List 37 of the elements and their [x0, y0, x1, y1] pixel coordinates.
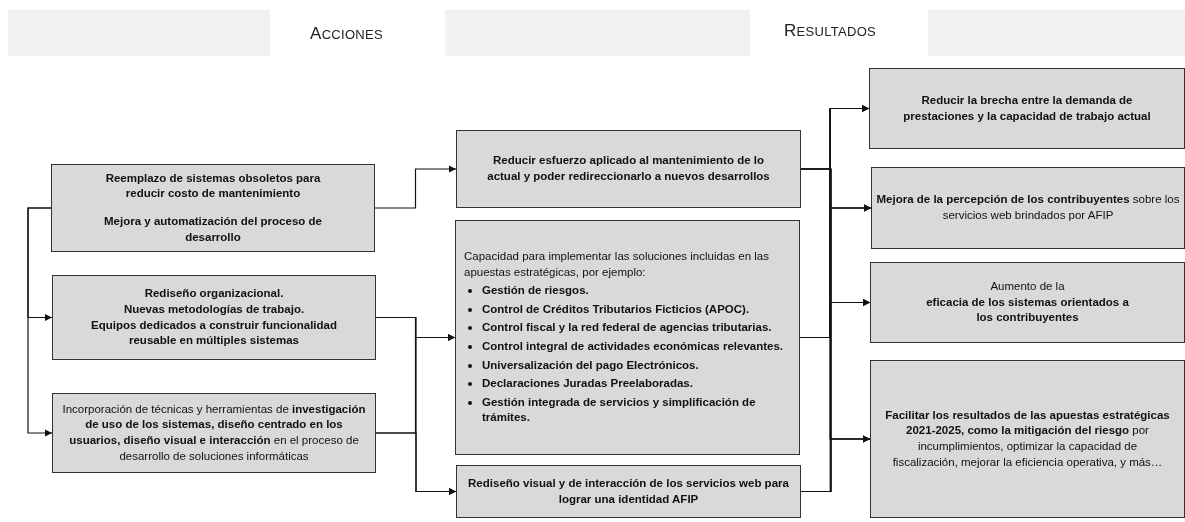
box-text: Reducir la brecha entre la demanda de prestaciones y la capacidad de trabajo actual [902, 93, 1152, 124]
box-text: Facilitar los resultados de las apuestas estratégicas 2021-2025, como la mitigación del riesgo por incumplimientos, optimizar la capacidad de fiscalización, mejorar la eficiencia operativa, y más… [885, 407, 1170, 470]
process-box [871, 167, 1185, 249]
box-text: Rediseño visual y de interacción de los servicios web para lograr una identidad AFIP [467, 476, 790, 507]
connector-arrow [27, 207, 53, 437]
list-item: Gestión de riesgos. [482, 284, 589, 297]
connector-arrow [374, 165, 457, 209]
list-item: Control de Créditos Tributarios Ficticios (APOC). [482, 302, 750, 315]
box-text: Mejora y automatización del proceso de desarrollo [103, 214, 323, 245]
column-heading: ACCIONES [310, 24, 383, 44]
process-box [869, 68, 1185, 149]
list-item: Universalización del pago Electrónicos. [482, 358, 699, 371]
list-item: Control fiscal y la red federal de agencias tributarias. [482, 321, 772, 334]
box-text: Reemplazo de sistemas obsoletos para reducir costo de mantenimiento [104, 170, 322, 202]
connector-arrow [375, 432, 457, 495]
list-item: Control integral de actividades económicas relevantes. [482, 340, 784, 352]
process-box [456, 465, 801, 518]
box-text: eficacia de los sistemas orientados a los contribuyentes [925, 294, 1130, 326]
box-text: Equipos dedicados a construir funcionalidad reusable en múltiples sistemas [90, 317, 338, 348]
box-text: Rediseño organizacional. [144, 286, 284, 302]
process-box [456, 130, 801, 208]
list-item: Gestión integrada de servicios y simplificación de trámites. [482, 395, 756, 424]
process-box [52, 393, 376, 473]
box-text: Nuevas metodologías de trabajo. [123, 302, 305, 317]
process-box [870, 360, 1185, 518]
process-box [455, 220, 800, 455]
box-text: Incorporación de técnicas y herramientas de investigación de uso de los sistemas, diseño centrado en los usuarios, diseño visual e interacción en el proceso de desarrollo de soluciones informáticas [61, 401, 367, 464]
box-text: Capacidad para implementar las soluciones incluidas en las apuestas estratégicas, por ejemplo: [464, 249, 770, 280]
box-text: Mejora de la percepción de los contribuyentes sobre los servicios web brindados por AFIP [876, 192, 1180, 223]
process-box [52, 275, 376, 360]
process-box [870, 262, 1185, 343]
box-text: Aumento de la [990, 279, 1065, 295]
connector-arrow [800, 435, 871, 493]
column-heading: RESULTADOS [784, 21, 877, 41]
box-text: Reducir esfuerzo aplicado al mantenimiento de lo actual y poder redireccionarlo a nuevos desarrollos [487, 153, 770, 184]
process-box [51, 164, 375, 252]
list-item: Declaraciones Juradas Preelaboradas. [482, 377, 693, 390]
